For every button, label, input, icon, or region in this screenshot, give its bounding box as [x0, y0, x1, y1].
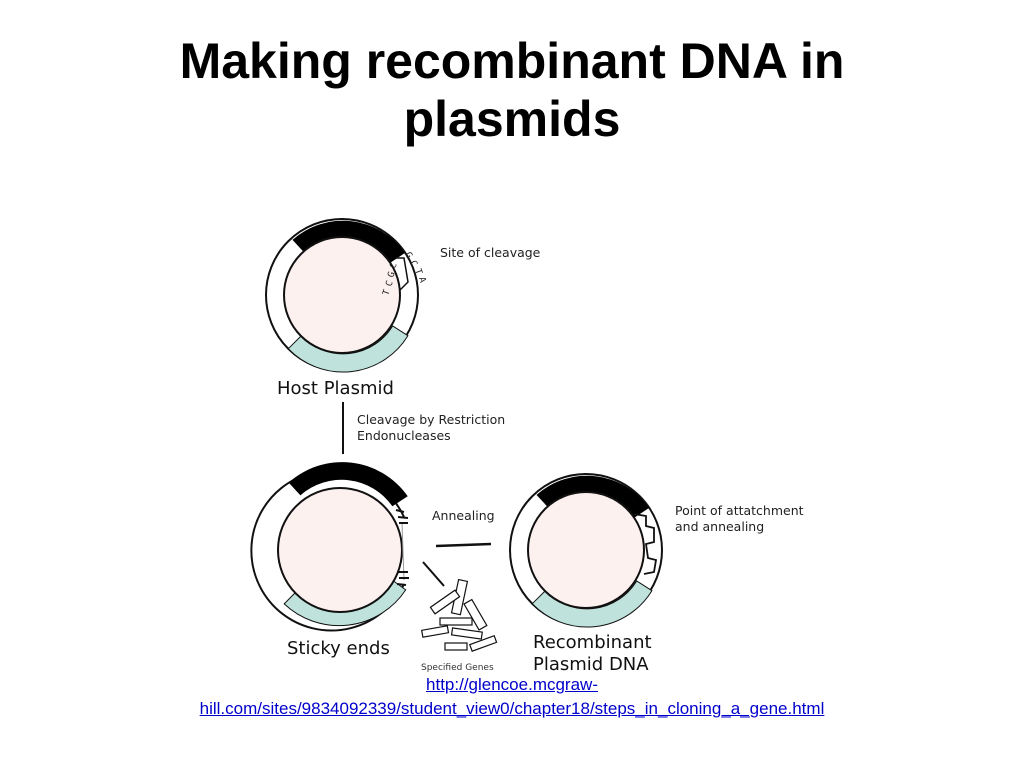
sticky-ends-plasmid: Sticky ends	[250, 462, 409, 659]
site-of-cleavage-label: Site of cleavage	[440, 245, 541, 260]
cleavage-label-line1: Cleavage by Restriction	[357, 412, 505, 427]
recombinant-label-line1: Recombinant	[533, 632, 652, 653]
host-plasmid-black-band	[292, 220, 406, 263]
point-label-line2: and annealing	[675, 519, 764, 534]
source-link-line2[interactable]: hill.com/sites/9834092339/student_view0/…	[199, 699, 825, 718]
seq-outer-2: C	[407, 259, 418, 268]
host-plasmid: G C T A T C G C Site of cleavage Host Pl…	[265, 218, 541, 399]
recombinant-inner	[527, 491, 645, 609]
seq-outer-3: T	[412, 268, 423, 277]
seq-inner-2: C	[384, 280, 395, 289]
source-link[interactable]: http://glencoe.mcgraw- hill.com/sites/98…	[0, 673, 1024, 721]
recombinant-label-line2: Plasmid DNA	[533, 654, 649, 675]
recombinant-black-band	[536, 475, 650, 518]
slide-title: Making recombinant DNA in plasmids	[0, 32, 1024, 148]
sticky-ends-cut-edge	[401, 521, 405, 581]
specified-genes-label: Specified Genes	[421, 663, 494, 673]
sticky-end-top-ticks	[395, 509, 409, 524]
seq-outer-4: A	[416, 276, 427, 285]
seq-outer-1: G	[402, 251, 413, 260]
sticky-end-bottom-ticks	[396, 571, 409, 586]
sticky-ends-label: Sticky ends	[287, 638, 390, 659]
host-plasmid-inner	[283, 236, 401, 354]
annealing-label: Annealing	[432, 508, 495, 523]
recombinant-teal-band	[531, 580, 653, 628]
host-plasmid-label: Host Plasmid	[277, 378, 394, 399]
inserted-gene-segment	[633, 513, 658, 575]
cleavage-site-sequence: G C T A T C G C	[381, 251, 427, 297]
genes-insertion-line	[422, 561, 445, 587]
seq-inner-4: C	[388, 262, 399, 271]
slide-title-line1: Making recombinant DNA in	[179, 33, 845, 89]
seq-inner-3: G	[386, 271, 397, 280]
sticky-ends-black-band	[288, 462, 408, 507]
recombinant-plasmid: Recombinant Plasmid DNA	[509, 473, 663, 675]
specified-genes-fragments	[420, 578, 498, 652]
annealing-arrow	[435, 542, 492, 548]
cleavage-label-line2: Endonucleases	[357, 428, 451, 443]
point-label-line1: Point of attatchment	[675, 503, 804, 518]
host-plasmid-teal-band	[287, 325, 409, 373]
source-link-line1[interactable]: http://glencoe.mcgraw-	[426, 675, 598, 694]
slide-title-line2: plasmids	[403, 91, 621, 147]
cleavage-site-bracket	[396, 257, 409, 291]
sticky-ends-inner	[277, 487, 403, 613]
seq-inner-1: T	[381, 288, 392, 297]
